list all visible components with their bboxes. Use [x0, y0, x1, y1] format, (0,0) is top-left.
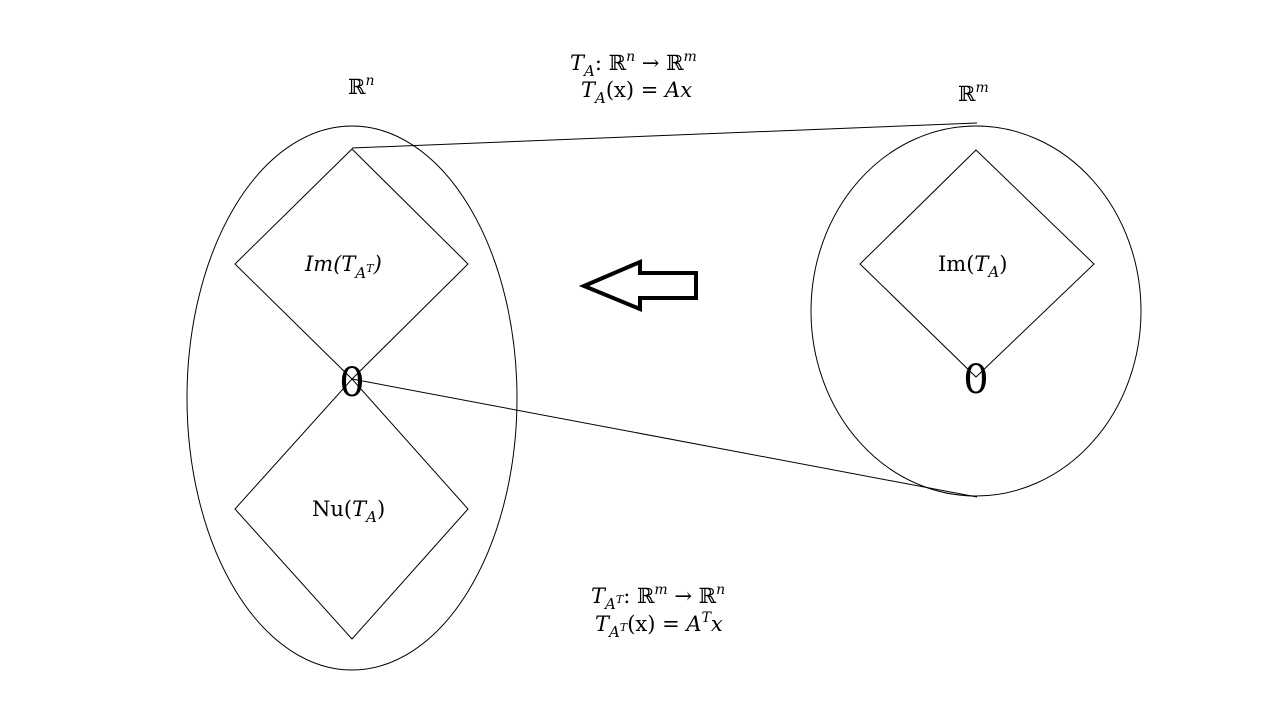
domain-row-space-label: Im(TAT) — [304, 252, 382, 282]
codomain-origin-label: 0 — [963, 357, 988, 403]
mapping-line-bottom — [351, 378, 978, 498]
domain-ellipse — [186, 125, 518, 671]
domain-space-label: ℝn — [348, 73, 374, 99]
forward-map-formula: TA(x) = Ax — [581, 78, 692, 107]
domain-origin-label: 0 — [339, 360, 364, 406]
backward-map-formula: TAT(x) = ATx — [595, 610, 723, 641]
codomain-space-label: ℝm — [958, 80, 989, 106]
codomain-image-diamond — [859, 149, 1095, 378]
forward-map-signature: TA: ℝn → ℝm — [570, 49, 697, 80]
codomain-image-label: Im(TA) — [938, 252, 1007, 281]
codomain-ellipse — [810, 125, 1142, 497]
domain-null-space-diamond — [234, 378, 469, 640]
left-arrow-icon — [578, 258, 698, 312]
domain-null-space-label: Nu(TA) — [312, 497, 385, 526]
backward-map-signature: TAT: ℝm → ℝn — [591, 582, 725, 613]
mapping-line-top — [351, 122, 978, 149]
